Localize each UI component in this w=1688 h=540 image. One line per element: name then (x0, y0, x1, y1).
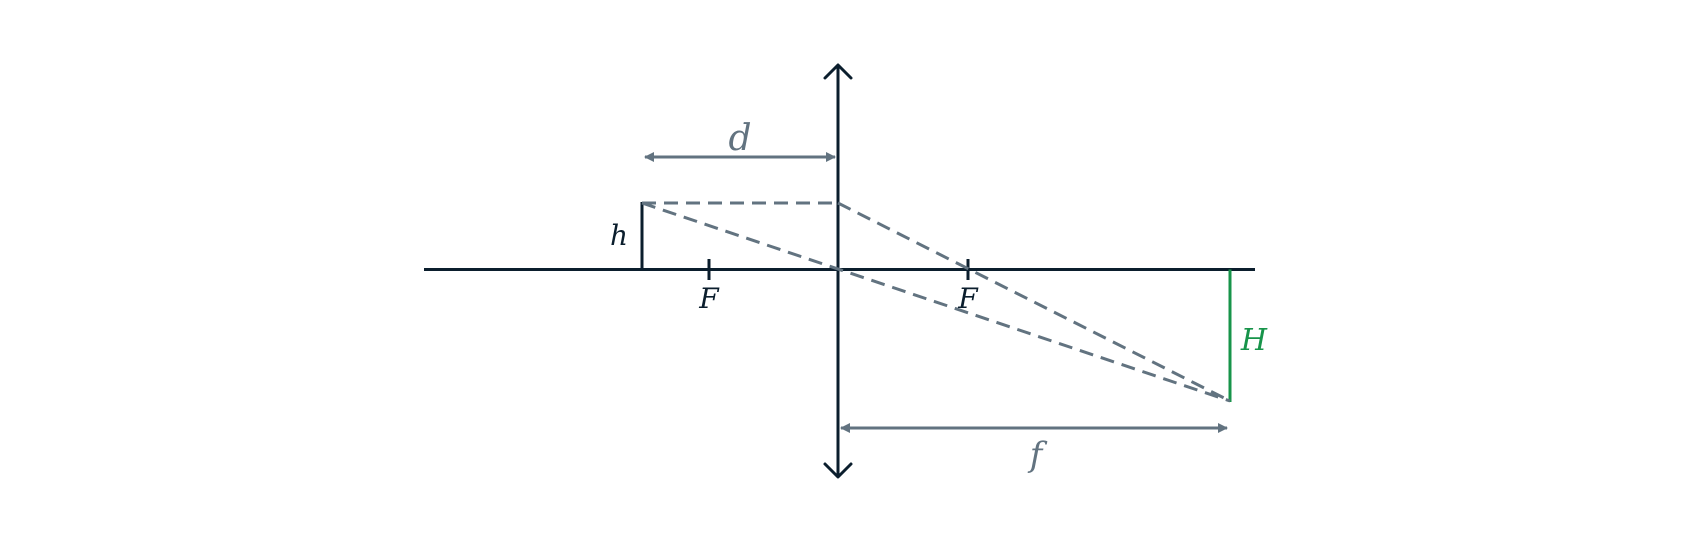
focal-label-right: F (957, 282, 979, 315)
convex-lens (823, 63, 853, 479)
refracted-ray (837, 201, 1231, 403)
object-distance-label: d (728, 118, 751, 159)
focal-label-left: F (698, 282, 720, 315)
central-ray (641, 201, 1231, 403)
object-height-label: h (610, 219, 628, 252)
image-distance-label: f (1027, 435, 1048, 475)
light-rays (641, 201, 1231, 403)
image-height-label: H (1240, 323, 1268, 358)
